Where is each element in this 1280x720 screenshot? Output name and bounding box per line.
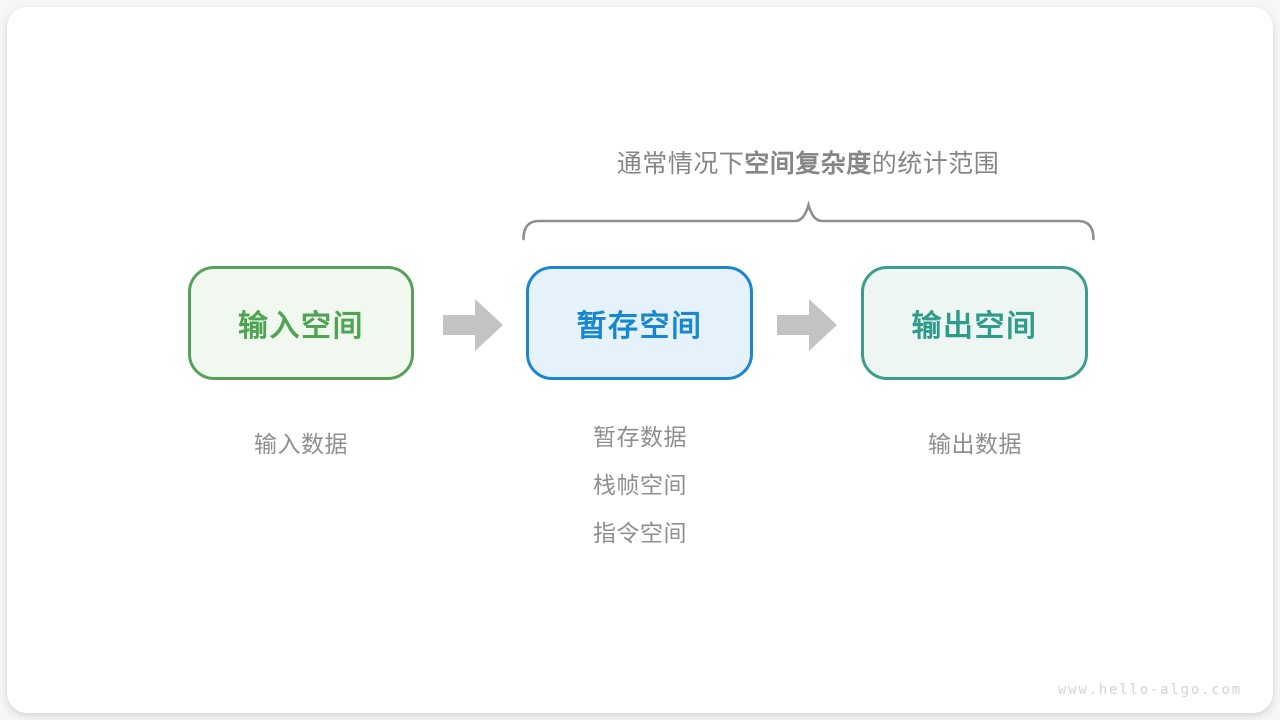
- output-space-label: 输出空间: [911, 310, 1038, 343]
- arrow-input-to-buffer-icon: [443, 299, 503, 351]
- output-space-box: 输出空间: [861, 266, 1088, 380]
- input-space-label: 输入空间: [238, 310, 364, 343]
- input-space-box: 输入空间: [188, 266, 414, 380]
- title-prefix: 通常情况下: [616, 150, 745, 178]
- buffer-note-temp-data: 暂存数据: [593, 424, 687, 450]
- output-data-note: 输出数据: [928, 431, 1022, 457]
- diagram-title: 通常情况下空间复杂度的统计范围: [617, 144, 1000, 180]
- buffer-notes: 暂存数据 栈帧空间 指令空间: [593, 413, 687, 557]
- buffer-space-box: 暂存空间: [526, 266, 753, 380]
- buffer-note-instruction: 指令空间: [593, 520, 687, 546]
- buffer-space-label: 暂存空间: [576, 310, 703, 343]
- title-bold-term: 空间复杂度: [744, 150, 872, 178]
- buffer-note-stack-frame: 栈帧空间: [593, 472, 687, 498]
- watermark-url: www.hello-algo.com: [1057, 682, 1242, 698]
- scope-brace-path: [522, 201, 1095, 241]
- title-suffix: 的统计范围: [871, 150, 1000, 178]
- scope-brace: [522, 201, 1095, 241]
- arrow-buffer-to-output-icon: [777, 299, 837, 351]
- input-data-note: 输入数据: [254, 431, 348, 457]
